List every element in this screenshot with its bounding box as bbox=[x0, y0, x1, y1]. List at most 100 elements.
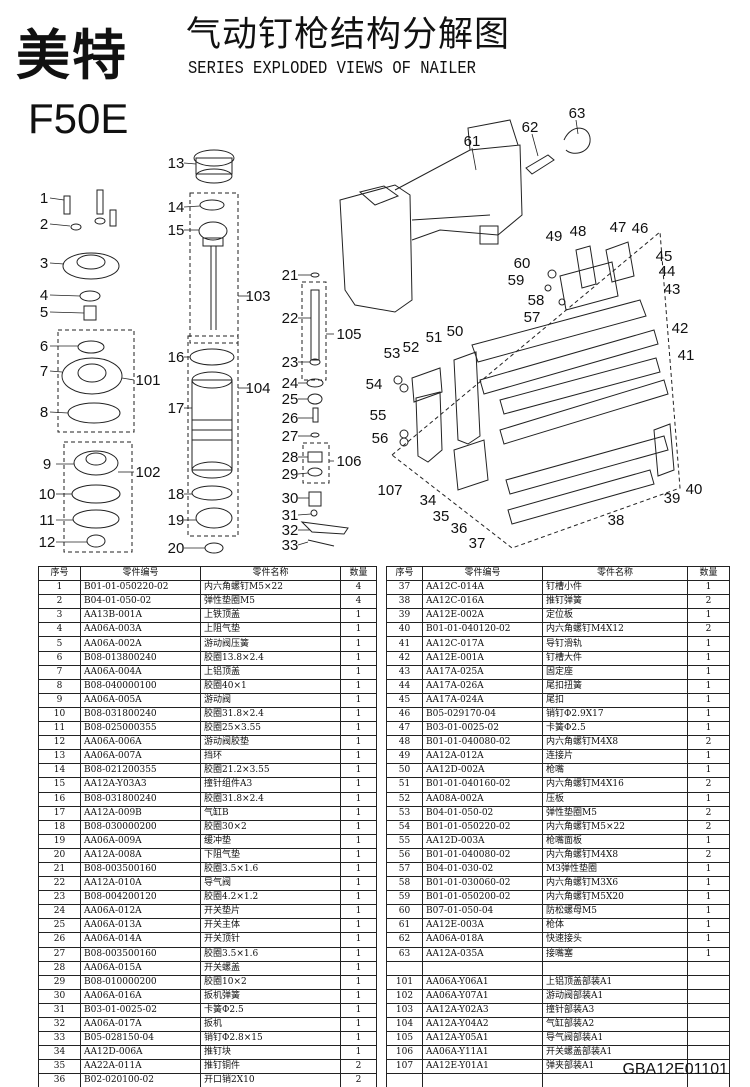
cell-seq: 49 bbox=[386, 749, 423, 765]
cell-qty: 2 bbox=[340, 1059, 377, 1075]
cell-qty: 2 bbox=[687, 777, 730, 793]
cell-qty: 1 bbox=[340, 1045, 377, 1061]
cell-seq: 53 bbox=[386, 805, 423, 821]
cell-seq: 24 bbox=[38, 904, 81, 920]
header-seq: 序号 bbox=[386, 565, 423, 582]
model-number: F50E bbox=[28, 95, 129, 142]
cell-qty: 1 bbox=[687, 608, 730, 624]
cell-qty: 1 bbox=[340, 650, 377, 666]
cell-seq: 6 bbox=[38, 650, 81, 666]
cell-seq: 48 bbox=[386, 735, 423, 751]
column-separator bbox=[376, 594, 387, 609]
column-separator bbox=[376, 721, 387, 736]
cell-seq: 41 bbox=[386, 636, 423, 652]
cell-part-no: AA12A-009B bbox=[80, 805, 201, 821]
cell-part-no: B04-01-050-02 bbox=[80, 594, 201, 610]
cell-seq: 14 bbox=[38, 763, 81, 779]
cell-seq: 13 bbox=[38, 749, 81, 765]
cell-part-name: 游动阀部装A1 bbox=[542, 988, 688, 1004]
cell-seq: 21 bbox=[38, 861, 81, 878]
column-separator bbox=[376, 693, 387, 708]
column-separator bbox=[376, 665, 387, 680]
cell-part-name: 扳机 bbox=[200, 1016, 341, 1033]
callout-34: 34 bbox=[420, 492, 437, 509]
cell-part-no: AA12E-003A bbox=[422, 918, 543, 934]
callout-49: 49 bbox=[546, 228, 563, 245]
cell-seq: 1 bbox=[38, 580, 81, 596]
cell-qty: 2 bbox=[687, 622, 730, 638]
callout-40: 40 bbox=[686, 481, 703, 498]
group-106-box bbox=[302, 442, 330, 484]
header-qty: 数量 bbox=[340, 565, 377, 582]
cell-qty: 1 bbox=[687, 890, 730, 906]
callout-4: 4 bbox=[40, 287, 48, 304]
callout-25: 25 bbox=[282, 391, 299, 408]
cell-qty: 1 bbox=[687, 861, 730, 878]
column-separator bbox=[376, 947, 387, 962]
cell-part-name: 枪嘴面板 bbox=[542, 833, 688, 849]
cell-qty: 1 bbox=[340, 735, 377, 751]
cell-part-name: 开关垫片 bbox=[200, 904, 341, 920]
cell-part-name: 卡簧Φ2.5 bbox=[200, 1002, 341, 1019]
column-separator bbox=[376, 792, 387, 807]
callout-32: 32 bbox=[282, 522, 299, 539]
cell-part-no: AA06A-005A bbox=[80, 692, 201, 708]
column-separator bbox=[376, 622, 387, 637]
group-102-box bbox=[63, 441, 133, 553]
column-separator bbox=[376, 608, 387, 623]
cell-part-no: B05-029170-04 bbox=[422, 706, 543, 723]
callout-6: 6 bbox=[40, 338, 48, 355]
cell-part-no: B01-01-040080-02 bbox=[422, 735, 543, 751]
cell-qty: 1 bbox=[340, 918, 377, 934]
cell-seq bbox=[386, 960, 423, 976]
document-code: GBA12E01101 bbox=[622, 1061, 728, 1078]
cell-part-no: AA06A-018A bbox=[422, 932, 543, 948]
cell-part-no: AA12C-014A bbox=[422, 580, 543, 596]
leader-lines bbox=[49, 119, 579, 549]
cell-part-no: B08-030000200 bbox=[80, 819, 201, 835]
callout-101: 101 bbox=[135, 372, 160, 389]
cell-seq: 19 bbox=[38, 833, 81, 849]
cell-seq: 4 bbox=[38, 622, 81, 638]
cell-part-no: AA12A-Y04A2 bbox=[422, 1016, 543, 1033]
header-part-name: 零件名称 bbox=[542, 565, 688, 582]
cell-seq: 5 bbox=[38, 636, 81, 652]
cell-seq: 60 bbox=[386, 904, 423, 920]
cell-part-no: B01-01-040120-02 bbox=[422, 622, 543, 638]
callout-106: 106 bbox=[336, 453, 361, 470]
cell-seq: 52 bbox=[386, 791, 423, 807]
cell-part-name: 内六角螺钉M4X8 bbox=[542, 847, 688, 863]
cell-seq: 103 bbox=[386, 1002, 423, 1019]
callout-35: 35 bbox=[433, 508, 450, 525]
column-separator bbox=[376, 989, 387, 1004]
page-subtitle: SERIES EXPLODED VIEWS OF NAILER bbox=[188, 59, 476, 79]
cell-qty: 1 bbox=[340, 904, 377, 920]
cell-seq: 27 bbox=[38, 946, 81, 962]
cell-seq: 55 bbox=[386, 833, 423, 849]
column-separator bbox=[376, 735, 387, 750]
cell-qty: 1 bbox=[340, 692, 377, 708]
cell-part-name: 上阻气垫 bbox=[200, 622, 341, 638]
cell-qty: 1 bbox=[340, 721, 377, 737]
header-qty: 数量 bbox=[687, 565, 730, 582]
cell-seq: 17 bbox=[38, 805, 81, 821]
cell-part-no: AA06A-012A bbox=[80, 904, 201, 920]
cell-part-name: 连接片 bbox=[542, 749, 688, 765]
cell-seq: 3 bbox=[38, 608, 81, 624]
cell-qty: 1 bbox=[340, 622, 377, 638]
callout-39: 39 bbox=[664, 490, 681, 507]
